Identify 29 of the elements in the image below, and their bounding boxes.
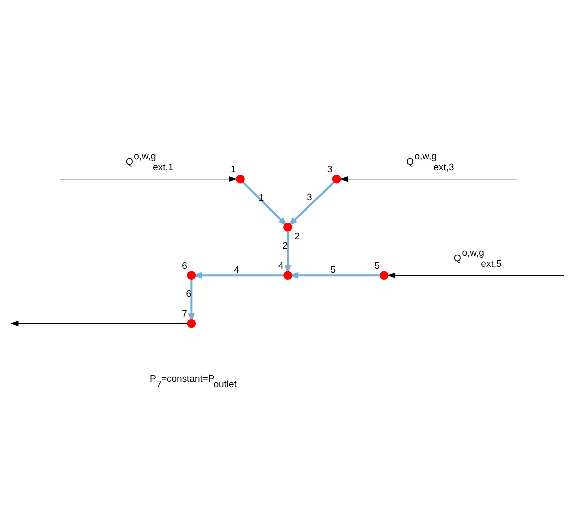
node-circle: [187, 270, 196, 280]
node-circle: [332, 174, 342, 184]
node-label: 1: [231, 164, 236, 176]
node-circle: [284, 270, 292, 280]
edge-label: 1: [258, 192, 264, 204]
node-circle: [236, 174, 245, 184]
arrow: [60, 176, 238, 182]
node-circle: [284, 222, 292, 232]
node-circle: [380, 270, 389, 280]
arrow: [340, 176, 518, 182]
arrow: [387, 272, 565, 278]
node-circle: [187, 318, 196, 328]
node-label: 5: [374, 260, 380, 272]
edge-label: 3: [307, 192, 312, 204]
edge-label: 5: [330, 264, 336, 276]
arrow: [289, 272, 380, 278]
node-label: 2: [294, 231, 300, 242]
node-label: 7: [182, 308, 188, 320]
arrow: [284, 231, 292, 274]
arrow: [10, 320, 188, 326]
arrow: [242, 181, 288, 226]
arrow: [288, 181, 335, 226]
edge-label: 2: [282, 240, 288, 252]
edge-label: 6: [186, 288, 192, 300]
node-label: 3: [327, 164, 333, 176]
edge-label: 4: [234, 264, 240, 276]
node-label: 6: [182, 260, 188, 272]
node-label: 4: [278, 260, 284, 272]
arrow: [188, 279, 195, 322]
